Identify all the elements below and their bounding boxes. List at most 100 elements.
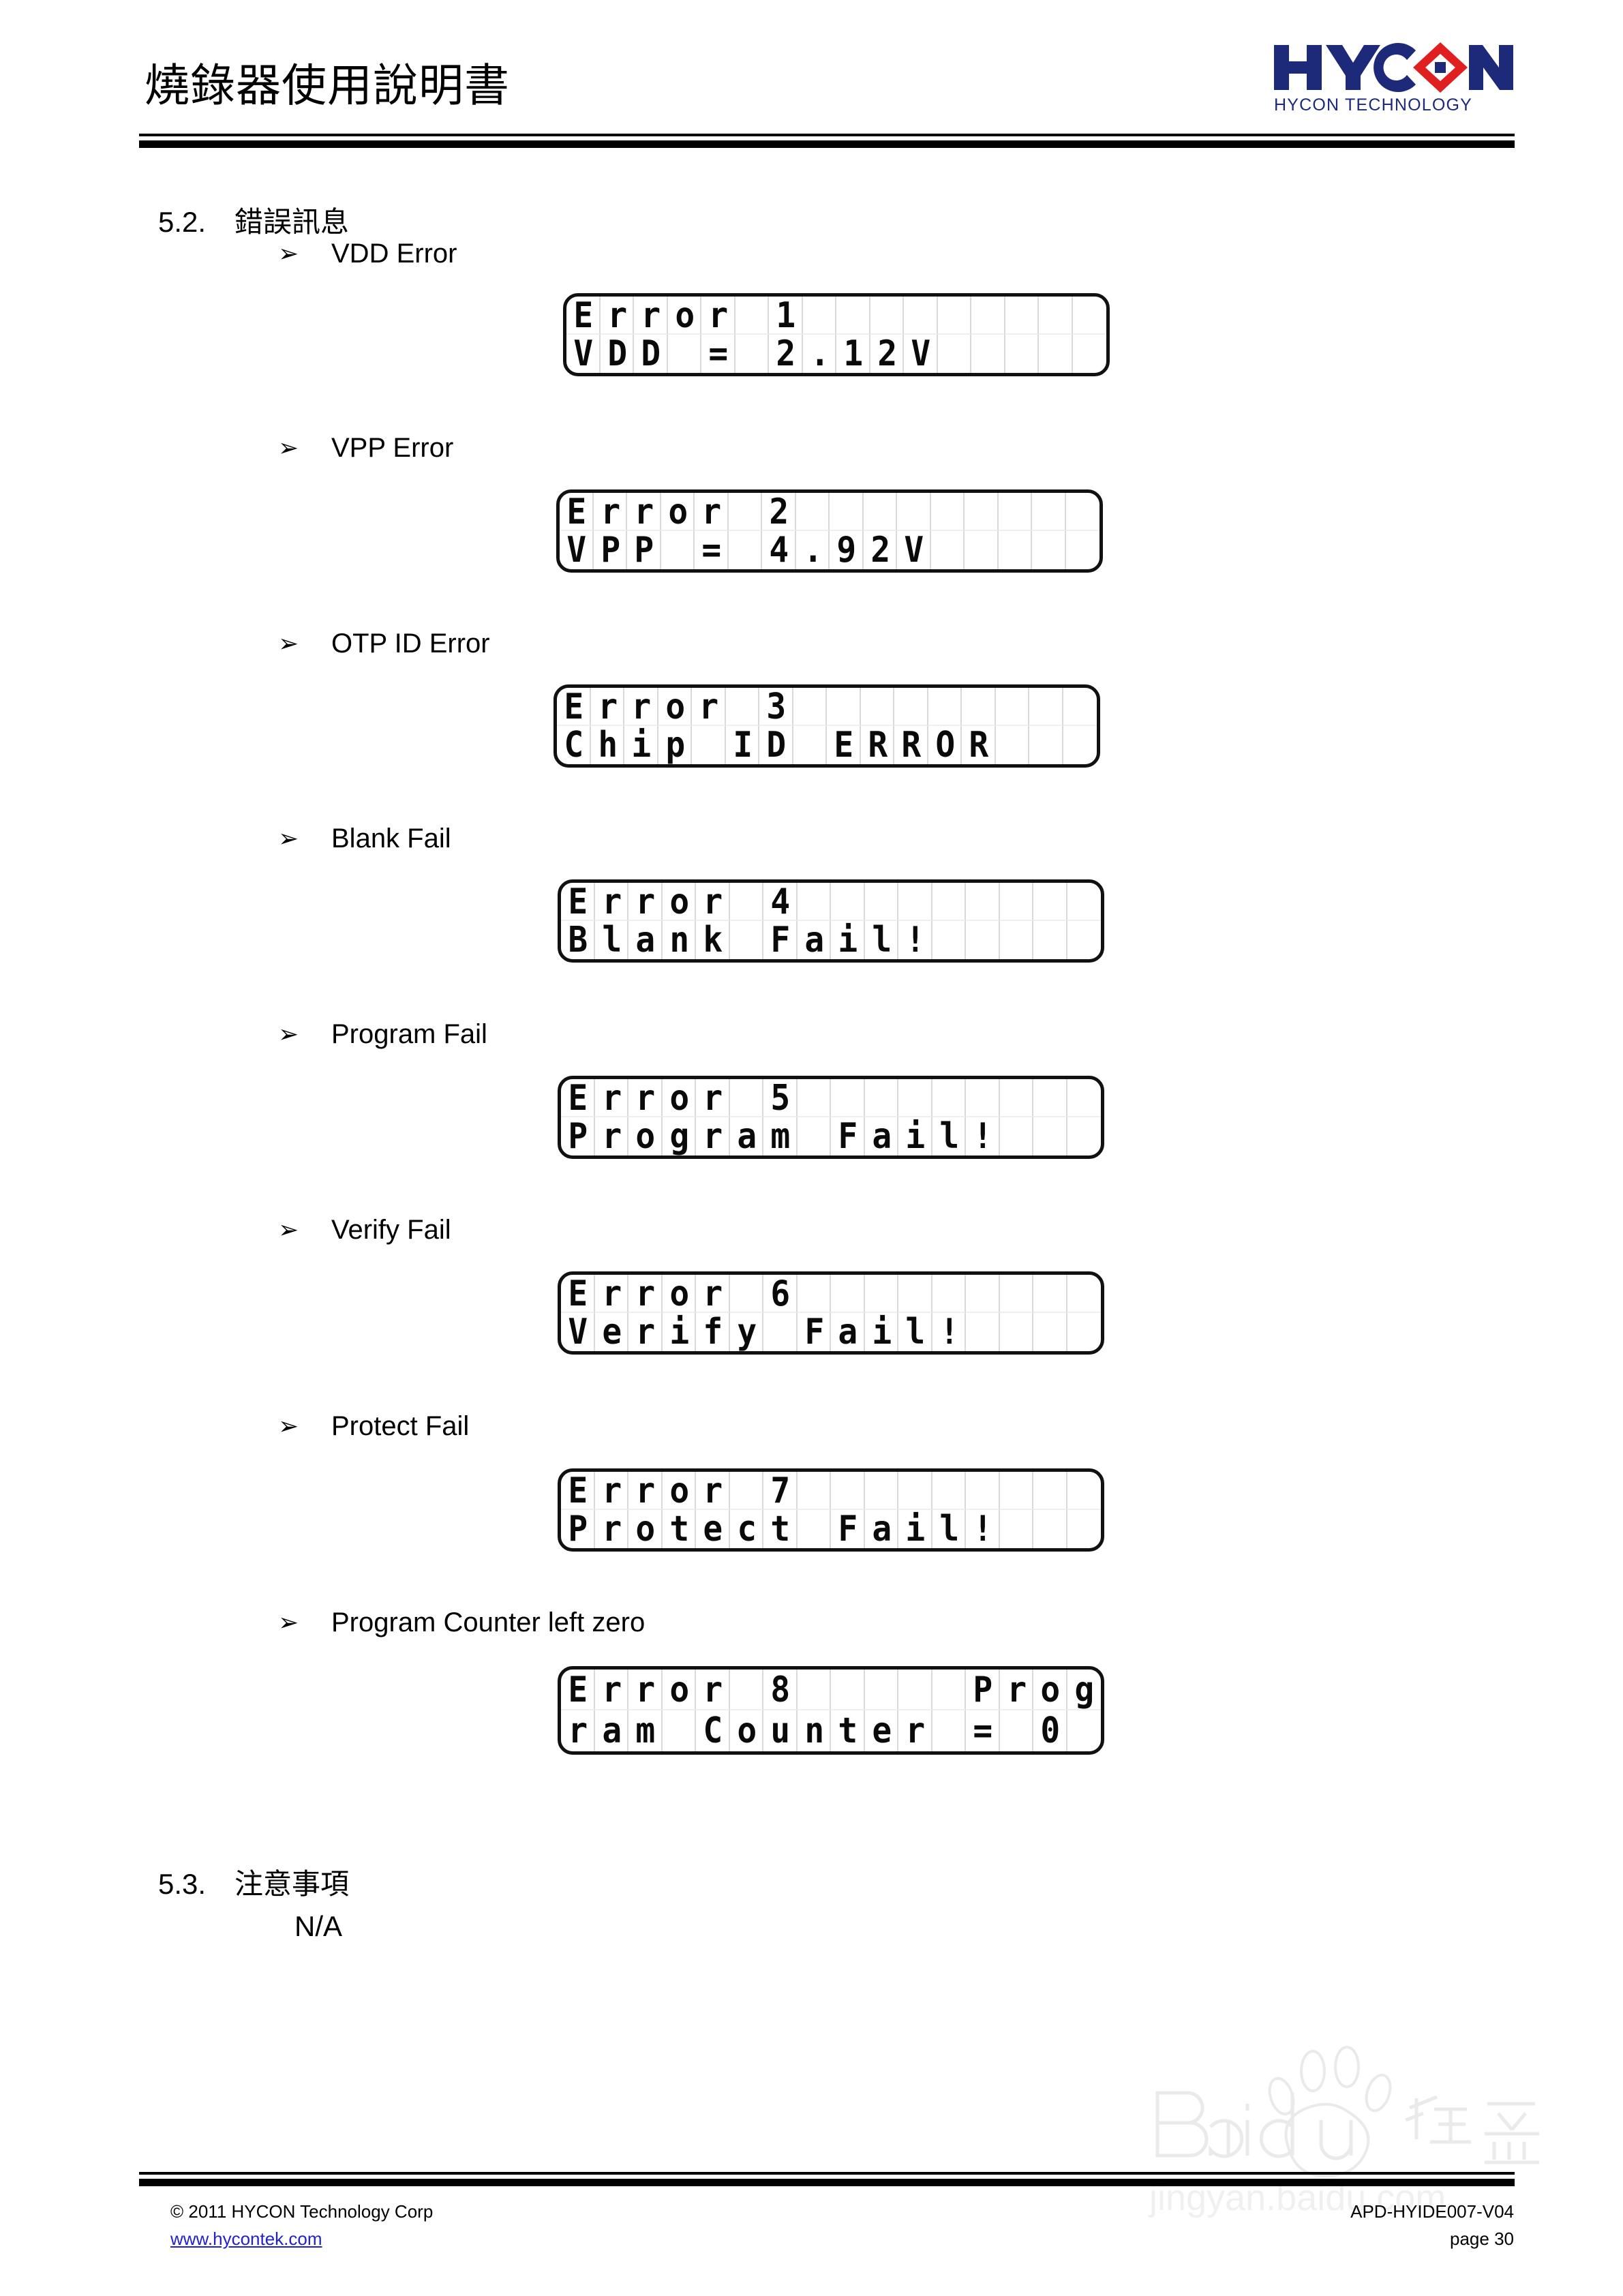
lcd-char: i	[631, 725, 652, 766]
lcd-char: c	[736, 1509, 757, 1550]
lcd-char: =	[708, 333, 729, 374]
lcd-char	[967, 884, 999, 920]
lcd-char	[1035, 884, 1066, 920]
lcd-char	[832, 1473, 864, 1509]
header-divider-thick	[139, 140, 1515, 148]
lcd-char: r	[703, 1470, 723, 1511]
lcd-char: r	[635, 1273, 656, 1314]
lcd-char	[731, 1473, 762, 1509]
lcd-char: D	[766, 725, 787, 766]
lcd-char	[866, 1473, 897, 1509]
lcd-char	[939, 298, 970, 333]
lcd-char: r	[703, 1116, 723, 1157]
lcd-char	[1067, 494, 1098, 530]
lcd-char: a	[871, 1509, 892, 1550]
lcd-char	[1067, 532, 1098, 568]
lcd-char: r	[701, 492, 722, 532]
lcd-char: e	[871, 1710, 892, 1751]
lcd-char	[1068, 1713, 1099, 1749]
lcd-char	[933, 1276, 965, 1312]
lcd-char: R	[901, 725, 922, 766]
footer-website-link[interactable]: www.hycontek.com	[170, 2229, 322, 2250]
lcd-char	[1001, 1473, 1032, 1509]
lcd-char: u	[770, 1710, 791, 1751]
lcd-char	[900, 1473, 931, 1509]
lcd-char	[997, 689, 1028, 725]
bullet-label: Protect Fail	[331, 1411, 470, 1441]
bullet-arrow-icon: ➢	[278, 824, 299, 852]
lcd-char: r	[635, 1670, 656, 1710]
lcd-char: r	[635, 1078, 656, 1119]
section-number: 5.2.	[158, 206, 207, 238]
lcd-char	[729, 494, 761, 530]
lcd-char: P	[634, 530, 654, 571]
lcd-char: a	[838, 1312, 858, 1353]
lcd-char	[1035, 1081, 1066, 1116]
lcd-char: F	[838, 1116, 858, 1157]
footer-doc-id: APD-HYIDE007-V04	[1350, 2201, 1514, 2222]
section-number: 5.3.	[158, 1868, 207, 1900]
lcd-char: !	[973, 1116, 993, 1157]
lcd-char: l	[939, 1116, 959, 1157]
hycon-logo: HYCON TECHNOLOGY	[1270, 35, 1522, 119]
lcd-char: 4	[770, 881, 791, 922]
lcd-char	[1040, 336, 1072, 372]
lcd-char: 1	[843, 333, 864, 374]
lcd-char	[900, 1672, 931, 1708]
lcd-char	[693, 727, 725, 763]
lcd-char	[1068, 1119, 1099, 1154]
lcd-char: g	[669, 1116, 689, 1157]
lcd-char: r	[601, 1509, 622, 1550]
lcd-char	[1001, 922, 1032, 958]
lcd-char	[900, 1276, 931, 1312]
lcd-char: o	[665, 686, 685, 727]
lcd-char: !	[939, 1312, 959, 1353]
lcd-char: f	[703, 1312, 723, 1353]
lcd-char: F	[838, 1509, 858, 1550]
lcd-char	[1064, 689, 1095, 725]
lcd-char: 2	[776, 333, 796, 374]
lcd-char: n	[669, 920, 689, 961]
page-title: 燒錄器使用說明書	[145, 60, 510, 110]
lcd-char	[871, 298, 902, 333]
lcd-char: O	[935, 725, 955, 766]
lcd-char: l	[939, 1509, 959, 1550]
lcd-char	[1068, 1276, 1099, 1312]
bullet-item-blank-fail: ➢ Blank Fail	[278, 825, 451, 852]
section-heading-5-2: 5.2. 錯誤訊息	[158, 199, 349, 241]
lcd-char: o	[669, 1273, 689, 1314]
lcd-char: E	[834, 725, 854, 766]
lcd-char	[731, 922, 762, 958]
lcd-char: V	[566, 530, 587, 571]
lcd-char: l	[871, 920, 892, 961]
lcd-char	[866, 1672, 897, 1708]
lcd-char	[1001, 1276, 1032, 1312]
lcd-char	[1035, 1276, 1066, 1312]
lcd-char	[933, 1672, 965, 1708]
lcd-char: n	[804, 1710, 824, 1751]
lcd-char: r	[703, 881, 723, 922]
lcd-char	[727, 689, 758, 725]
lcd-char: a	[736, 1116, 757, 1157]
lcd-char: E	[568, 1273, 588, 1314]
lcd-char	[933, 1473, 965, 1509]
lcd-char	[866, 1276, 897, 1312]
lcd-char	[1074, 298, 1105, 333]
lcd-char	[731, 1276, 762, 1312]
lcd-char	[765, 1314, 796, 1350]
lcd-char	[1035, 1511, 1066, 1547]
lcd-char	[900, 1081, 931, 1116]
lcd-char: R	[867, 725, 888, 766]
lcd-char: E	[568, 1078, 588, 1119]
lcd-char: 2	[769, 492, 789, 532]
